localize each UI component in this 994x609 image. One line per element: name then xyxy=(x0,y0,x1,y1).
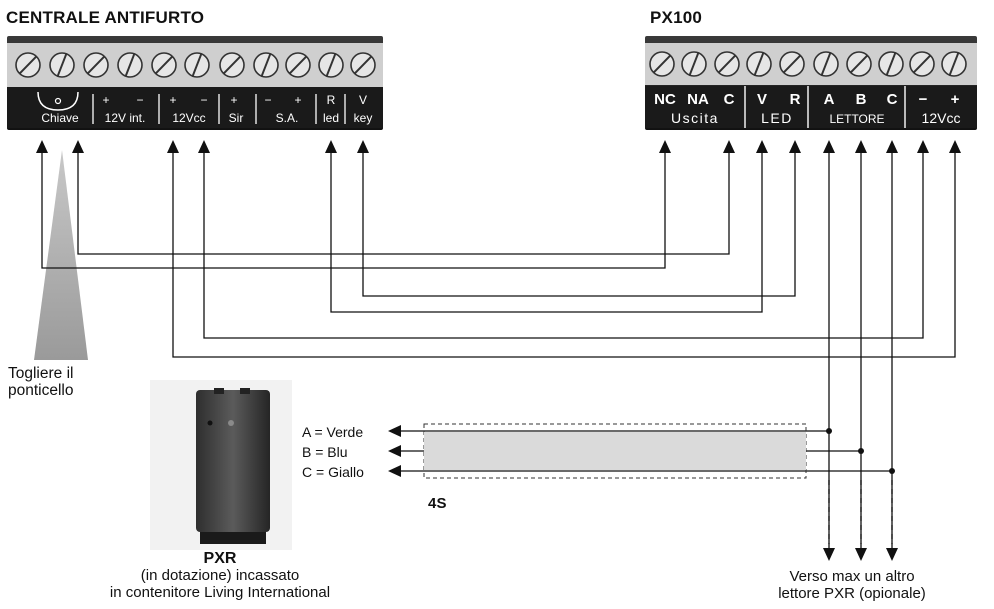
central-screw-slot xyxy=(56,53,68,77)
label-c-uscita: C xyxy=(724,91,735,108)
label-b: B xyxy=(856,91,867,108)
label-led: led xyxy=(323,111,339,125)
label-r: R xyxy=(327,93,336,107)
extension-note: Verso max un altro lettore PXR (opionale… xyxy=(720,568,984,602)
label-a: A xyxy=(824,91,835,108)
wire-legend-b: B = Blu xyxy=(302,444,348,460)
junction-a xyxy=(826,428,832,434)
jumper-note-line1: Togliere il xyxy=(8,365,74,382)
label-sa: S.A. xyxy=(276,111,299,125)
px100-screw-slot xyxy=(688,52,700,76)
px100-screw-slot xyxy=(717,54,737,74)
px100-screw-slot xyxy=(820,52,832,76)
px100-screw-slot xyxy=(948,52,960,76)
wire-key-v-r xyxy=(362,148,796,297)
label-nc: NC xyxy=(654,91,676,108)
extension-note-2: lettore PXR (opionale) xyxy=(778,585,926,602)
jumper-note-line2: ponticello xyxy=(8,382,74,399)
central-screw-slot xyxy=(222,55,242,75)
wire-legend: A = Verde B = Blu C = Giallo xyxy=(302,422,364,482)
junction-b xyxy=(858,448,864,454)
central-screw-slot xyxy=(18,55,38,75)
extension-arrows xyxy=(823,548,898,561)
label-sir: Sir xyxy=(229,111,244,125)
wire-legend-a: A = Verde xyxy=(302,424,364,440)
label-v: V xyxy=(359,93,367,107)
central-screw-slot xyxy=(86,55,106,75)
junction-c xyxy=(889,468,895,474)
central-screw-slot xyxy=(260,53,272,77)
central-terminal-block: Chiave + − 12V int. + − 12Vcc + − Sir + … xyxy=(7,36,383,130)
label-r-led: R xyxy=(790,91,801,108)
wire-chiave-nc xyxy=(41,148,666,269)
label-chiave: Chiave xyxy=(41,111,79,125)
label-12vcc-plus: + xyxy=(169,93,176,107)
label-led-group: LED xyxy=(761,110,793,126)
label-plus: + xyxy=(951,91,960,108)
label-na: NA xyxy=(687,91,709,108)
label-sa-plus: + xyxy=(294,93,301,107)
wire-12vcc-plus xyxy=(172,148,956,358)
label-12v-plus: + xyxy=(102,93,109,107)
label-v-led: V xyxy=(757,91,767,108)
pxr-subtitle-1: (in dotazione) incassato xyxy=(140,567,300,584)
extension-note-1: Verso max un altro xyxy=(789,568,915,585)
px100-screw-slot xyxy=(912,54,932,74)
label-12v-int: 12V int. xyxy=(105,111,146,125)
cable-4s xyxy=(423,423,807,479)
px100-screw-slot xyxy=(885,52,897,76)
label-12vcc: 12Vcc xyxy=(172,111,205,125)
label-12vcc-minus: − xyxy=(200,93,207,107)
label-12vcc-px: 12Vcc xyxy=(922,110,961,126)
pxr-reader-device xyxy=(150,380,292,550)
reader-arrows xyxy=(388,425,401,477)
label-12v-minus: − xyxy=(136,93,143,107)
label-minus: − xyxy=(919,91,928,108)
central-screw-slot xyxy=(288,55,308,75)
px100-terminal-block: NC NA C V R A B C − + Uscita LED LETTORE… xyxy=(645,36,977,130)
px100-screw-slot xyxy=(849,54,869,74)
central-screw-slot xyxy=(154,55,174,75)
px100-title: PX100 xyxy=(650,8,703,27)
jumper-glyph xyxy=(37,91,79,111)
wire-chiave-c xyxy=(77,148,730,255)
label-sir-plus: + xyxy=(230,93,237,107)
cable-label: 4S xyxy=(428,495,447,512)
px100-screw-slot xyxy=(753,52,765,76)
wire-led-r-v xyxy=(330,148,763,313)
central-screw-slot xyxy=(124,53,136,77)
central-screw-slot xyxy=(191,53,203,77)
wire-legend-c: C = Giallo xyxy=(302,464,364,480)
terminal-arrows xyxy=(36,140,961,153)
px100-screw-slot xyxy=(782,54,802,74)
pxr-title: PXR xyxy=(203,550,237,567)
wire-12vcc-minus xyxy=(203,148,924,339)
label-lettore: LETTORE xyxy=(829,112,884,126)
pxr-subtitle-2: in contenitore Living International xyxy=(109,584,331,601)
jumper-pointer xyxy=(34,150,88,360)
pxr-caption: PXR (in dotazione) incassato in contenit… xyxy=(60,550,380,601)
label-key: key xyxy=(354,111,373,125)
label-uscita: Uscita xyxy=(671,110,719,126)
px100-screw-slot xyxy=(652,54,672,74)
central-title: CENTRALE ANTIFURTO xyxy=(6,8,205,27)
central-screw-slot xyxy=(325,53,337,77)
jumper-note: Togliere il ponticello xyxy=(8,365,74,399)
label-c-lettore: C xyxy=(887,91,898,108)
central-screw-slot xyxy=(353,55,373,75)
label-sir-minus: − xyxy=(264,93,271,107)
